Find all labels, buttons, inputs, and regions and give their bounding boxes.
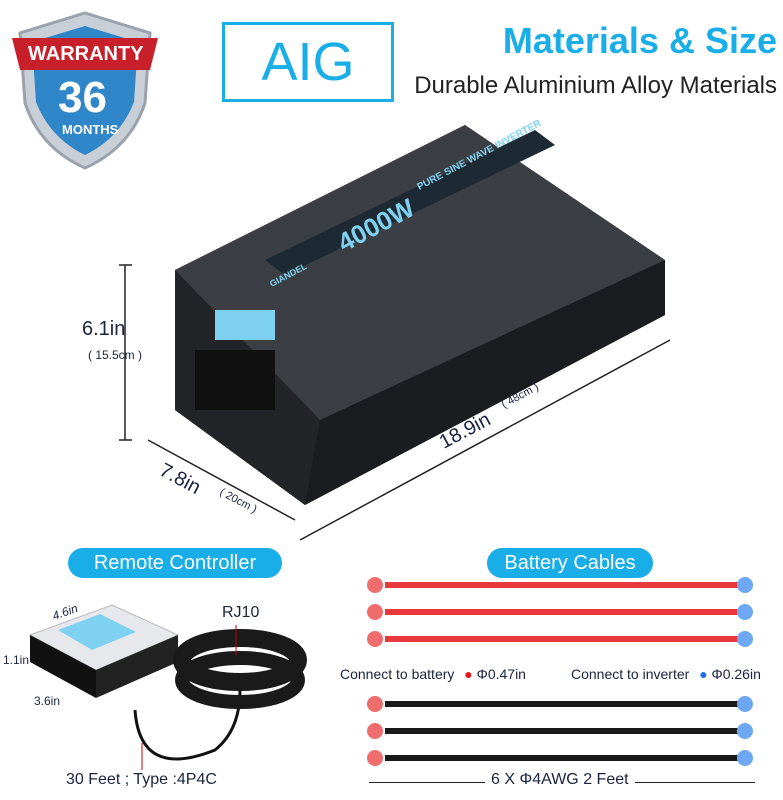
remote-controller-image	[28, 604, 307, 770]
remote-height: 1.1in	[3, 653, 30, 667]
warranty-badge: WARRANTY 36 MONTHS	[10, 8, 160, 173]
aig-logo: AIG	[222, 22, 394, 102]
remote-controller-title: Remote Controller	[68, 548, 282, 578]
dimension-lines	[119, 264, 671, 541]
inverter-size: Φ0.26in	[711, 666, 761, 682]
warranty-label: WARRANTY	[28, 43, 144, 65]
black-cables	[367, 696, 753, 766]
battery-label: Connect to battery	[340, 666, 455, 682]
page-title: Materials & Size	[502, 20, 777, 61]
inverter-image	[175, 125, 665, 505]
cable-spec: 6 X Φ4AWG 2 Feet	[485, 771, 635, 789]
battery-cables-image	[367, 577, 753, 766]
height-dimension-cm: ( 15.5cm )	[88, 348, 143, 362]
red-cables	[367, 577, 753, 647]
page-subtitle: Durable Aluminium Alloy Materials	[414, 72, 777, 99]
warranty-number: 36	[58, 73, 107, 122]
height-dimension: 6.1in	[82, 318, 126, 340]
warranty-unit: MONTHS	[62, 122, 119, 137]
inverter-connect-label: Connect to inverter ● Φ0.26in	[571, 666, 761, 682]
battery-connect-label: Connect to battery ● Φ0.47in	[340, 666, 526, 682]
battery-cables-title: Battery Cables	[487, 548, 653, 578]
remote-depth: 3.6in	[34, 694, 61, 708]
remote-cable-spec: 30 Feet ; Type :4P4C	[66, 771, 217, 788]
battery-size: Φ0.47in	[476, 666, 526, 682]
inverter-label: Connect to inverter	[571, 666, 690, 682]
remote-connector: RJ10	[222, 604, 260, 621]
battery-dot-icon: ●	[464, 666, 473, 682]
inverter-dot-icon: ●	[699, 666, 708, 682]
shield-icon	[12, 11, 158, 170]
